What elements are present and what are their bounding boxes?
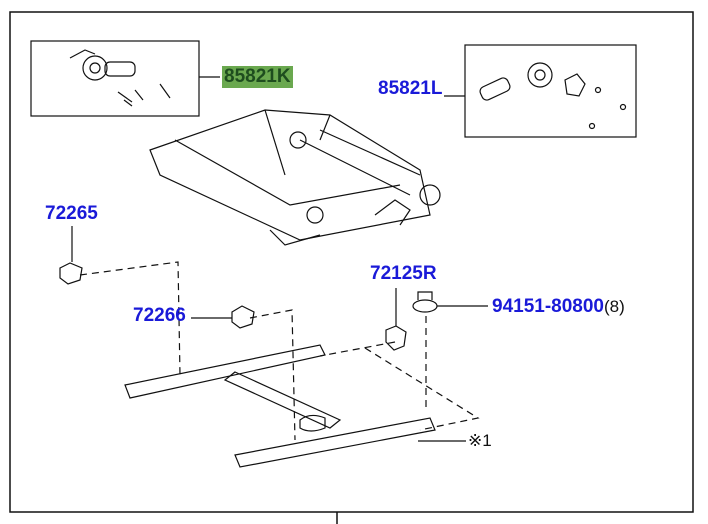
part-number: 94151-80800 (492, 296, 604, 317)
callout-72266[interactable]: 72266 (133, 305, 186, 326)
assembly-guide-lines (79, 261, 480, 441)
motor-k-icon (69, 49, 171, 107)
motor-inset-right (464, 44, 637, 138)
nut-icon (412, 291, 438, 313)
quantity: (8) (604, 297, 625, 316)
seat-rails (124, 344, 436, 468)
callout-85821l[interactable]: 85821L (378, 78, 443, 99)
motor-l-icon (479, 62, 627, 130)
diagram-frame (9, 11, 694, 513)
part-72125r-icon (385, 325, 407, 351)
footnote-marker: ※1 (468, 431, 492, 450)
callout-85821k[interactable]: 85821K (222, 66, 293, 88)
callout-72125r[interactable]: 72125R (370, 263, 437, 284)
callout-72265[interactable]: 72265 (45, 203, 98, 224)
seat-cushion-frame (149, 109, 441, 246)
motor-inset-left (30, 40, 200, 117)
part-72265-icon (59, 262, 83, 285)
callout-94151-80800[interactable]: 94151-80800(8) (492, 296, 625, 318)
part-72266-icon (231, 305, 255, 329)
